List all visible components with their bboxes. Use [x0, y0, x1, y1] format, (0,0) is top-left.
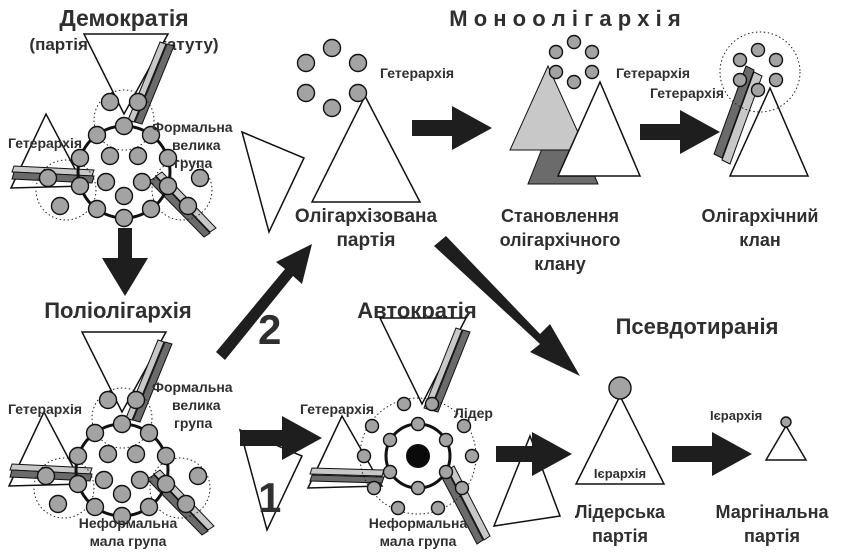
arrow-to-clan-formation [412, 106, 492, 150]
polioligarchy-formal-group-label-2: велика [172, 397, 221, 413]
polioligarchy-formal-group-label-1: Формальна [152, 379, 233, 395]
oligarchic-clan-heterarchy-label: Гетерархія [650, 85, 724, 101]
autocracy-informal-group-label-1: Неформальна [369, 515, 468, 531]
polioligarchy-title: Поліолігархія [44, 298, 192, 323]
pseudotyranny-title: Псевдотиранія [616, 314, 779, 339]
path-2-number: 2 [258, 306, 281, 353]
oligarchized-party-structure [298, 40, 422, 203]
arrow-democracy-to-polioligarchy [102, 228, 148, 296]
leader-party-label-1: Лідерська [575, 502, 666, 522]
marginal-party-label-2: партія [744, 526, 800, 546]
marginal-party-structure [764, 416, 808, 461]
leader-party-hierarchy-label: Ієрархія [594, 466, 646, 481]
autocracy-heterarchy-label: Гетерархія [300, 401, 374, 417]
oligarchized-party-label-1: Олігархізована [295, 206, 438, 227]
marginal-party-hierarchy-label: Ієрархія [710, 408, 762, 423]
clan-formation-label-2: олігархічного [500, 230, 621, 250]
oligarchic-clan-structure [713, 31, 810, 177]
path-1-number: 1 [258, 474, 281, 521]
oligarchic-clan-label-1: Олігархічний [702, 206, 819, 226]
leader-party-structure [574, 376, 666, 485]
arrow-to-marginal-party [672, 432, 752, 476]
polioligarchy-heterarchy-label: Гетерархія [8, 401, 82, 417]
polioligarchy-informal-group-label-1: Неформальна [79, 515, 178, 531]
clan-formation-label-3: клану [534, 254, 586, 274]
oligarchized-heterarchy-label: Гетерархія [380, 65, 454, 81]
arrow-autocracy-to-leader-party [496, 432, 572, 476]
arrow-path-1 [240, 416, 322, 460]
arrow-path-2 [216, 244, 312, 360]
democracy-formal-group-label-2: велика [172, 137, 221, 153]
polioligarchy-informal-group-label-2: мала група [90, 533, 167, 549]
oligarchized-party-label-2: партія [336, 230, 395, 251]
autocracy-structure [308, 318, 560, 544]
clan-formation-structure [509, 34, 642, 185]
autocracy-leader-label: Лідер [454, 405, 493, 421]
clan-formation-label-1: Становлення [501, 206, 619, 226]
arrow-to-oligarchic-clan [640, 110, 720, 154]
arrow-to-pseudotyranny [434, 236, 580, 376]
clan-formation-heterarchy-label: Гетерархія [616, 65, 690, 81]
monooligarchy-title: М о н о о л і г а р х і я [449, 6, 680, 31]
democracy-formal-group-label-3: група [174, 155, 212, 171]
democracy-heterarchy-label: Гетерархія [8, 135, 82, 151]
marginal-party-label-1: Маргінальна [716, 502, 830, 522]
polioligarchy-formal-group-label-3: група [174, 415, 212, 431]
oligarchic-clan-label-2: клан [739, 230, 781, 250]
leader-party-label-2: партія [592, 526, 648, 546]
democracy-formal-group-label-1: Формальна [152, 119, 233, 135]
autocracy-informal-group-label-2: мала група [380, 533, 457, 549]
democracy-title: Демократія [59, 5, 188, 31]
